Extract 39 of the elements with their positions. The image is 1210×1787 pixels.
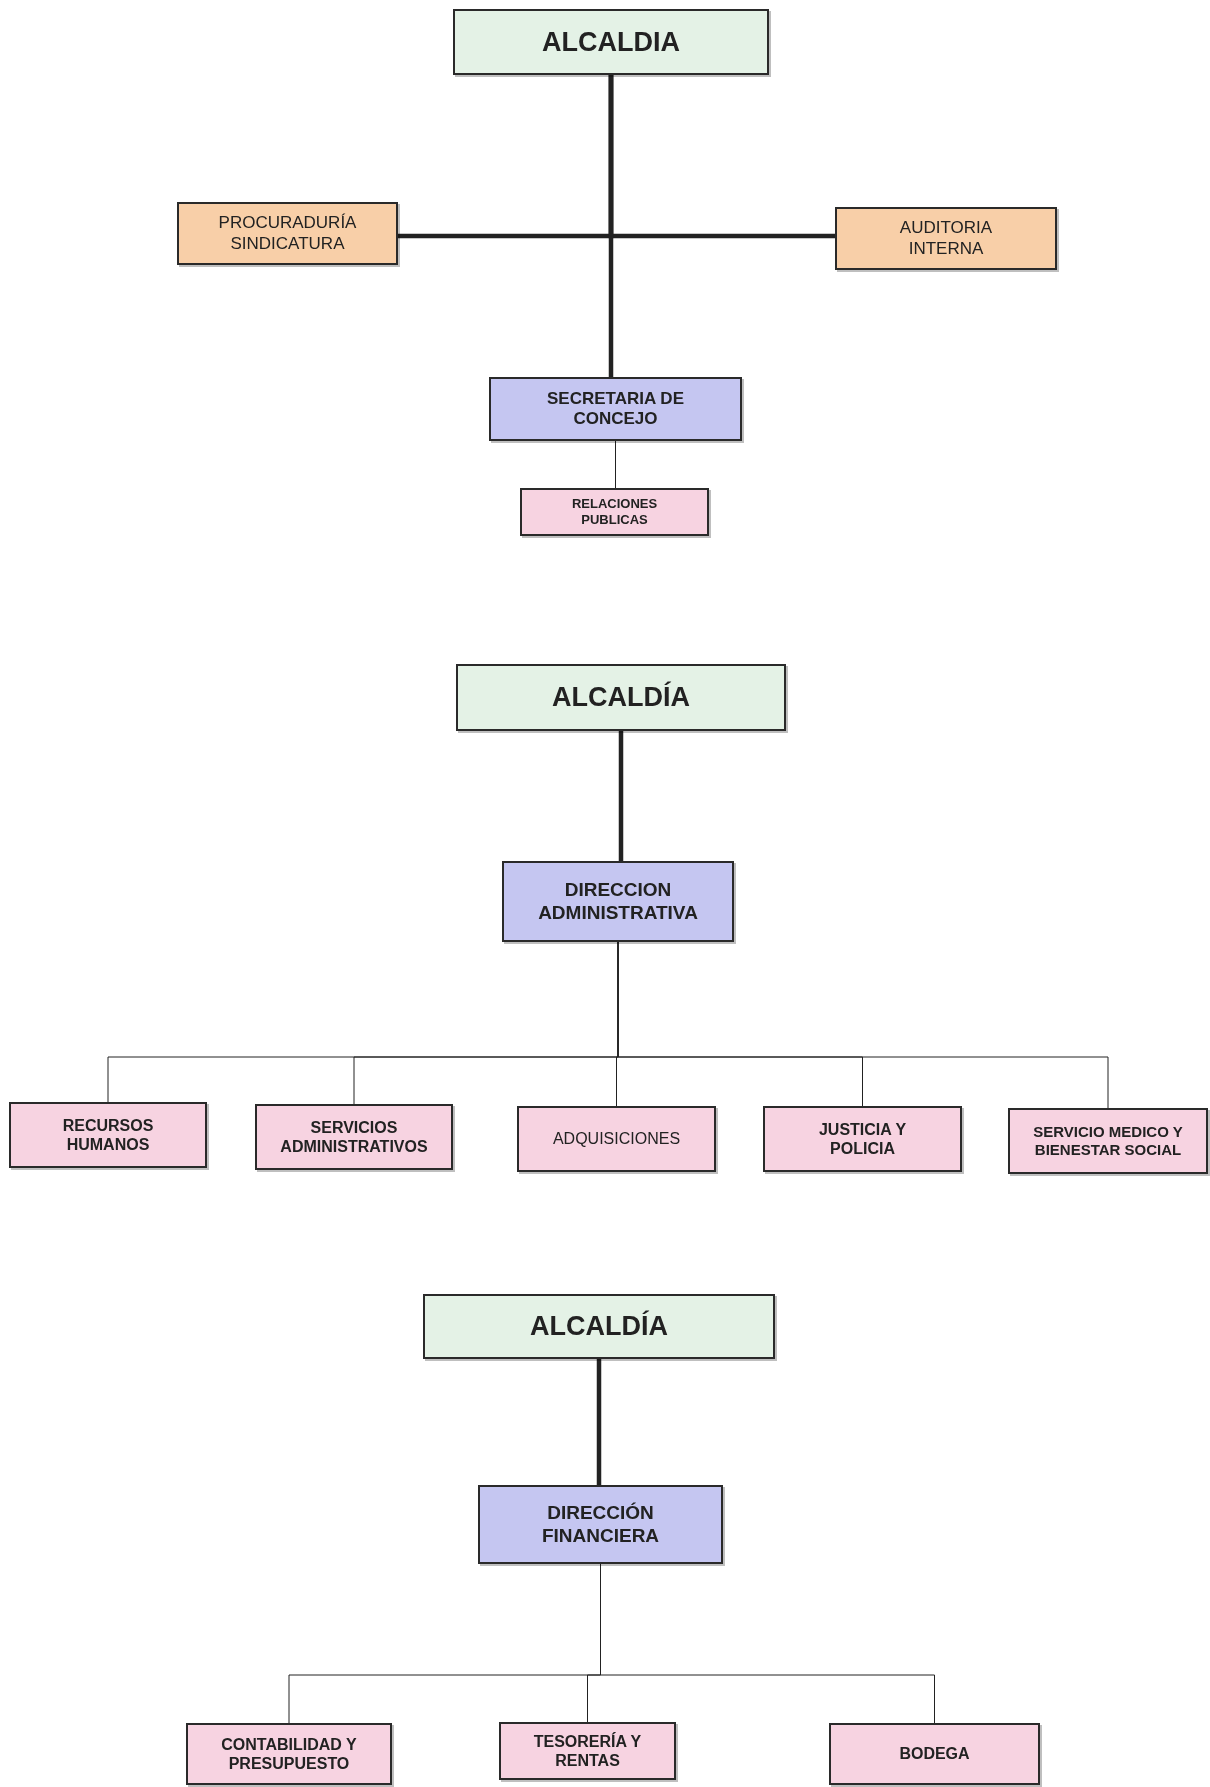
org-unit-box xyxy=(1008,1108,1208,1174)
org-unit-box xyxy=(489,377,742,441)
org-unit-box xyxy=(502,861,734,942)
unit-name: ALCALDÍA xyxy=(529,1310,669,1343)
org-unit-box xyxy=(835,207,1057,270)
org-unit-box xyxy=(177,202,398,265)
unit-name: CONTABILIDAD Y PRESUPUESTO xyxy=(220,1734,358,1774)
unit-name: ALCALDIA xyxy=(541,25,681,59)
org-unit-box xyxy=(255,1104,453,1170)
unit-name: ADQUISICIONES xyxy=(551,1129,682,1149)
org-unit-box xyxy=(186,1723,392,1785)
unit-name: TESORERÍA Y RENTAS xyxy=(532,1731,643,1771)
unit-name: SECRETARIA DE CONCEJO xyxy=(546,388,685,430)
unit-name: RECURSOS HUMANOS xyxy=(61,1115,155,1155)
connector-line xyxy=(596,1359,602,1485)
unit-name: SERVICIO MEDICO Y BIENESTAR SOCIAL xyxy=(1032,1123,1184,1159)
unit-name: SERVICIOS ADMINISTRATIVOS xyxy=(279,1117,429,1157)
org-unit-box xyxy=(9,1102,207,1168)
connector-line xyxy=(618,731,624,861)
org-unit-box xyxy=(763,1106,962,1172)
org-unit-box xyxy=(829,1723,1040,1785)
unit-name: PROCURADURÍA SINDICATURA xyxy=(217,213,358,254)
unit-name: BODEGA xyxy=(898,1744,971,1764)
org-unit-box xyxy=(478,1485,723,1564)
unit-name: JUSTICIA Y POLICIA xyxy=(817,1119,908,1159)
org-unit-box xyxy=(456,664,786,731)
org-unit-box xyxy=(423,1294,775,1359)
org-unit-box xyxy=(453,9,769,75)
unit-name: DIRECCIÓN FINANCIERA xyxy=(540,1501,661,1548)
unit-name: DIRECCION ADMINISTRATIVA xyxy=(537,878,699,925)
connector-line xyxy=(608,75,614,377)
org-unit-box xyxy=(517,1106,716,1172)
org-unit-box xyxy=(499,1722,676,1780)
unit-name: ALCALDÍA xyxy=(551,681,691,714)
unit-name: AUDITORIA INTERNA xyxy=(898,218,994,259)
org-unit-box xyxy=(520,488,709,536)
connector-line xyxy=(617,941,1109,1109)
connector-line xyxy=(615,440,616,489)
unit-name: RELACIONES PUBLICAS xyxy=(570,496,659,528)
